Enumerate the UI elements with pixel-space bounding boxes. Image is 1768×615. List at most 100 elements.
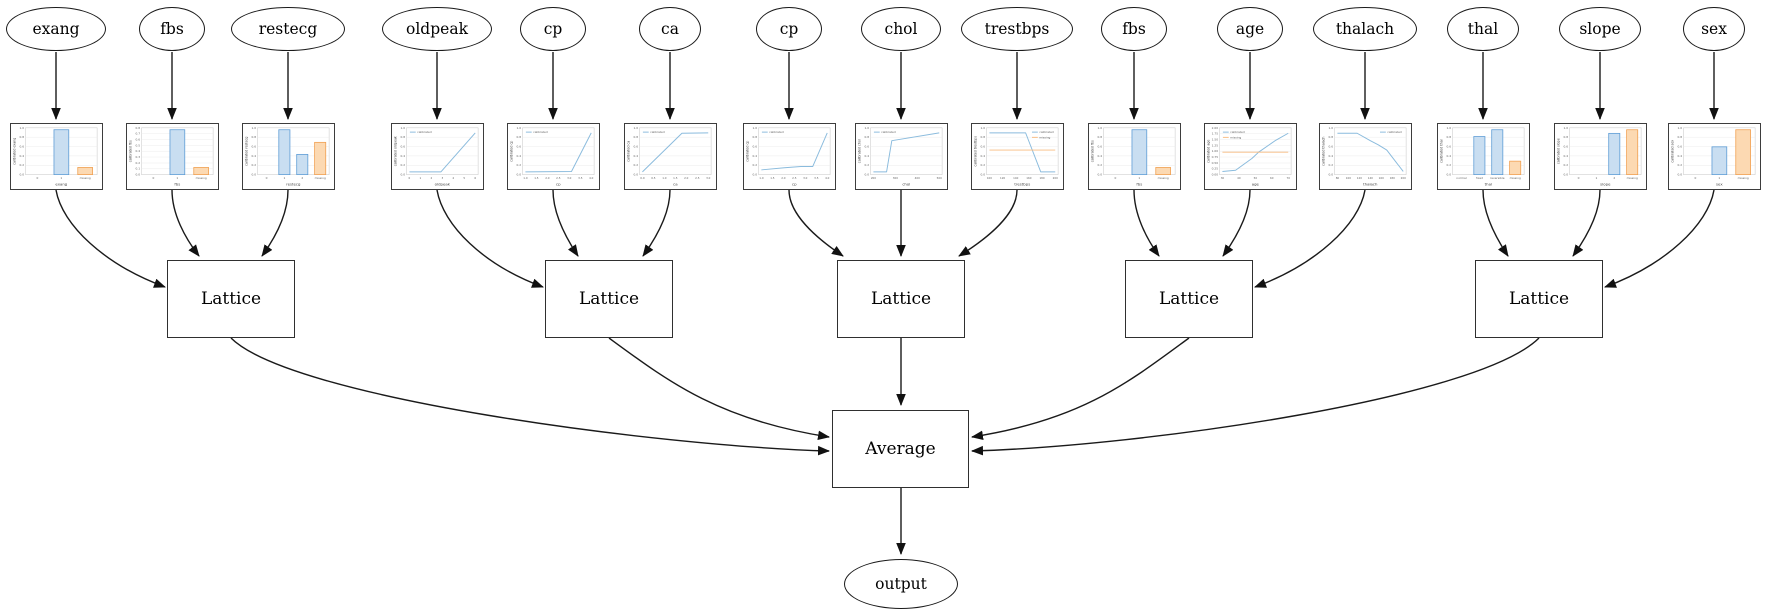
- svg-text:0: 0: [266, 176, 268, 180]
- bar-1: [1711, 146, 1728, 176]
- y-axis-label: calibrated fbs: [128, 140, 132, 162]
- bar-1: [1131, 129, 1148, 176]
- edge-chart-slope-to-lattice: [1572, 189, 1601, 257]
- svg-text:0.0: 0.0: [516, 173, 521, 177]
- edge-chart-ca-to-lattice: [642, 189, 671, 257]
- feature-node-oldpeak: oldpeak: [382, 7, 492, 51]
- bar-reversible: [1491, 129, 1504, 176]
- feature-node-cp: cp: [756, 7, 822, 51]
- svg-text:0.6: 0.6: [1563, 145, 1568, 149]
- feature-node-slope: slope: [1559, 7, 1641, 51]
- feature-label: fbs: [1122, 20, 1146, 38]
- svg-text:0.00: 0.00: [1212, 173, 1219, 177]
- edge-lattice-1-to-average: [230, 337, 830, 456]
- bar-1: [278, 129, 291, 176]
- svg-text:calibrated: calibrated: [533, 130, 548, 134]
- edge-chart-age-to-lattice: [1222, 189, 1251, 257]
- svg-text:0.2: 0.2: [1563, 163, 1568, 167]
- svg-text:0.4: 0.4: [1563, 154, 1568, 158]
- feature-label: slope: [1579, 20, 1621, 38]
- feature-node-trestbps: trestbps: [961, 7, 1073, 51]
- svg-text:0.6: 0.6: [19, 145, 24, 149]
- svg-text:2: 2: [431, 176, 433, 180]
- svg-text:0.2: 0.2: [19, 163, 24, 167]
- svg-text:calibrated: calibrated: [650, 130, 665, 134]
- svg-text:0.4: 0.4: [864, 154, 869, 158]
- svg-text:missing: missing: [1510, 176, 1521, 180]
- svg-text:2.5: 2.5: [695, 176, 700, 180]
- svg-text:0.6: 0.6: [633, 145, 638, 149]
- svg-text:1: 1: [1138, 176, 1140, 180]
- svg-text:0.2: 0.2: [516, 163, 521, 167]
- svg-text:1.0: 1.0: [980, 126, 985, 130]
- feature-node-thalach: thalach: [1313, 7, 1417, 51]
- y-axis-label: calibrated sex: [1670, 140, 1674, 163]
- bar-missing: [1155, 167, 1171, 176]
- svg-text:0.0: 0.0: [1328, 173, 1333, 177]
- x-axis-label: trestbps: [1014, 182, 1030, 187]
- svg-text:180: 180: [1390, 176, 1395, 180]
- svg-text:1: 1: [419, 176, 421, 180]
- feature-label: restecg: [258, 20, 318, 38]
- bar-missing: [314, 141, 327, 176]
- svg-text:0.8: 0.8: [864, 135, 869, 139]
- average-node: Average: [832, 410, 969, 488]
- svg-text:0.8: 0.8: [1328, 135, 1333, 139]
- y-axis-label: calibrated thalach: [1321, 137, 1325, 166]
- series-calibrated: [761, 132, 828, 171]
- svg-text:0.7: 0.7: [135, 132, 140, 136]
- svg-text:180: 180: [1039, 176, 1044, 180]
- svg-text:3.5: 3.5: [578, 176, 583, 180]
- svg-text:2.0: 2.0: [781, 176, 786, 180]
- svg-text:1.00: 1.00: [1212, 149, 1219, 153]
- svg-text:0.2: 0.2: [633, 163, 638, 167]
- svg-text:1.0: 1.0: [400, 126, 405, 130]
- series-calibrated: [1337, 132, 1404, 172]
- svg-text:0.8: 0.8: [1563, 135, 1568, 139]
- svg-text:0.0: 0.0: [980, 173, 985, 177]
- svg-text:1.0: 1.0: [1446, 126, 1451, 130]
- svg-text:0.4: 0.4: [1446, 154, 1451, 158]
- svg-text:1: 1: [60, 176, 62, 180]
- svg-text:6: 6: [474, 176, 476, 180]
- svg-text:80: 80: [1336, 176, 1340, 180]
- lattice-label: Lattice: [1158, 289, 1220, 309]
- feature-label: thal: [1467, 20, 1499, 38]
- feature-node-restecg: restecg: [231, 7, 345, 51]
- svg-text:calibrated: calibrated: [1230, 130, 1245, 134]
- svg-text:calibrated: calibrated: [1039, 130, 1054, 134]
- svg-text:0.8: 0.8: [135, 126, 140, 130]
- svg-text:0.2: 0.2: [251, 163, 256, 167]
- feature-label: exang: [32, 20, 80, 38]
- svg-text:0.6: 0.6: [1328, 145, 1333, 149]
- x-axis-label: fbs: [174, 182, 180, 187]
- svg-text:0.8: 0.8: [633, 135, 638, 139]
- svg-text:0.6: 0.6: [980, 145, 985, 149]
- series-calibrated: [1222, 132, 1289, 172]
- svg-text:missing: missing: [315, 176, 326, 180]
- svg-text:1.50: 1.50: [1212, 138, 1219, 142]
- svg-text:1.0: 1.0: [759, 176, 764, 180]
- x-axis-label: cp: [556, 182, 561, 187]
- svg-text:0.6: 0.6: [864, 145, 869, 149]
- svg-text:160: 160: [1026, 176, 1031, 180]
- svg-text:missing: missing: [80, 176, 91, 180]
- svg-text:3.0: 3.0: [567, 176, 572, 180]
- lattice-label: Lattice: [870, 289, 932, 309]
- lattice-node-3: Lattice: [837, 260, 965, 338]
- feature-node-fbs: fbs: [139, 7, 205, 51]
- lattice-label: Lattice: [200, 289, 262, 309]
- y-axis-label: calibrated fbs: [1090, 140, 1094, 162]
- bar-2: [1608, 132, 1621, 176]
- bar-missing: [1735, 129, 1751, 176]
- series-calibrated: [409, 132, 476, 173]
